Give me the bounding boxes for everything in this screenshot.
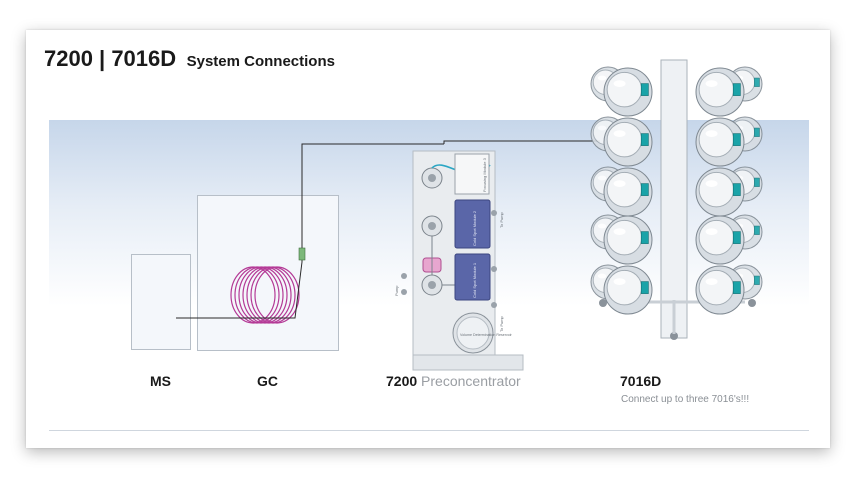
preconcentrator-instrument — [401, 150, 524, 371]
label-preconcentrator: 7200 Preconcentrator — [386, 373, 521, 389]
label-ms: MS — [150, 373, 171, 389]
canister-icon — [695, 67, 745, 117]
canister-icon — [695, 117, 745, 167]
canister-icon — [603, 167, 653, 217]
side-label-to-pump-1: To Pump — [499, 211, 504, 228]
module-label-focusing: Focusing Module 3 — [482, 157, 487, 192]
gc-inlet-fitting — [298, 247, 306, 261]
module-label-coldspot-1: Cold Spot Module 1 — [472, 262, 477, 298]
canister-array — [590, 66, 763, 315]
label-gc: GC — [257, 373, 278, 389]
preconcentrator-panel-labels: Focusing Module 3 Cold Spot Module 2 Col… — [394, 157, 513, 337]
gc-instrument-box — [197, 195, 339, 351]
autosampler-note: Connect up to three 7016's!!! — [621, 394, 750, 405]
reservoir-label: Volume Determination Reservoir — [460, 333, 513, 337]
canister-icon — [603, 265, 653, 315]
canister-icon — [695, 167, 745, 217]
canister-icon — [603, 215, 653, 265]
module-label-coldspot-2: Cold Spot Module 2 — [472, 210, 477, 246]
diagram-title: 7200 | 7016D System Connections — [44, 46, 335, 72]
transfer-line — [176, 140, 600, 319]
title-models: 7200 | 7016D — [44, 46, 177, 71]
preconcentrator-model: 7200 — [386, 373, 418, 389]
title-subtitle: System Connections — [186, 53, 335, 70]
canister-icon — [603, 117, 653, 167]
side-label-pump: Pump — [394, 285, 399, 296]
canister-icon — [603, 67, 653, 117]
ms-instrument-box — [131, 254, 191, 350]
canister-icon — [695, 215, 745, 265]
preconcentrator-name: Preconcentrator — [421, 373, 521, 389]
gc-column-coil — [230, 266, 300, 324]
side-label-to-pump-2: To Pump — [499, 315, 504, 332]
canister-icon — [695, 265, 745, 315]
label-autosampler: 7016D — [620, 373, 662, 389]
